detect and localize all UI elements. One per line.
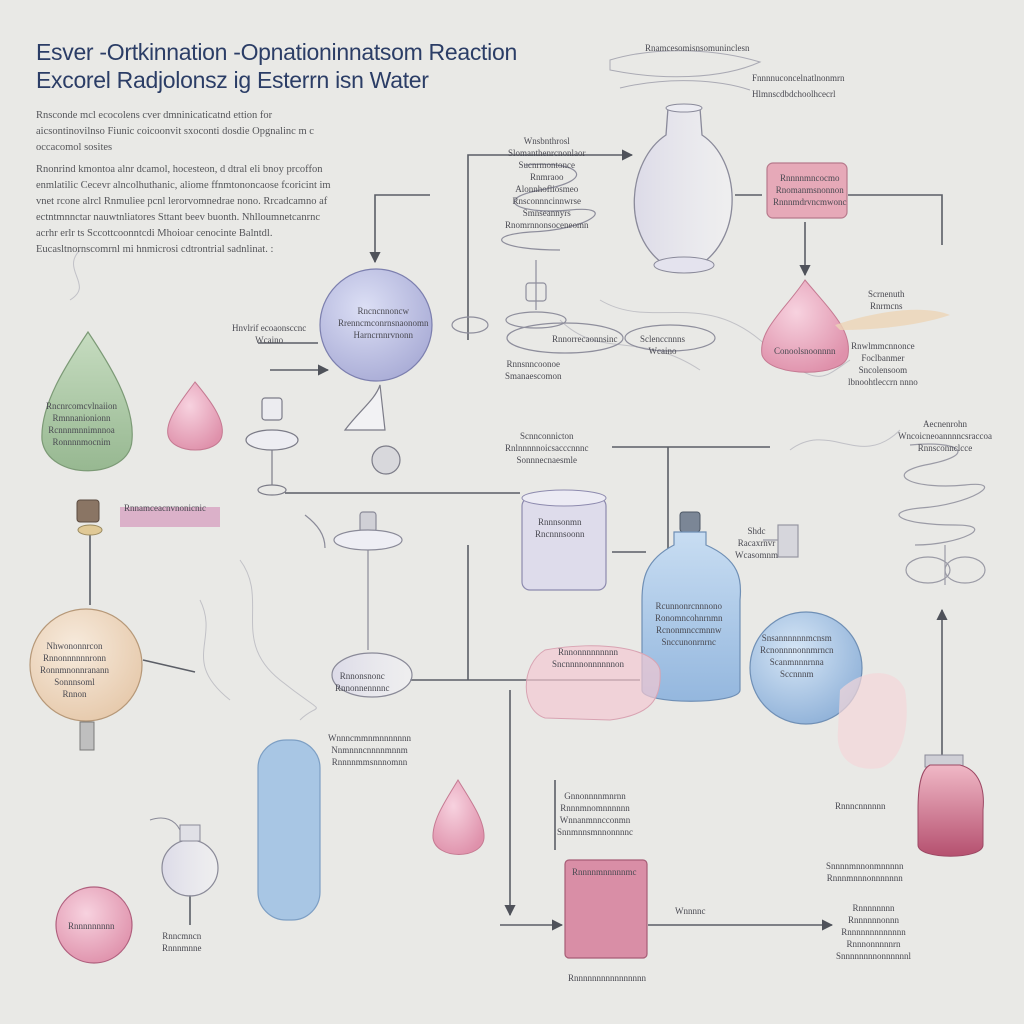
label-dish-right: Sclenccnnns Wcaino [640, 334, 685, 356]
peach-sphere-stem [79, 721, 95, 751]
intro-paragraph-2: Rnonrind kmontoa alnr dcamol, hocesteon,… [36, 164, 331, 255]
glass-cylinder [521, 489, 607, 591]
label-pink-strip: Rnnamceacnvnonicnic [124, 503, 206, 513]
condenser-coil [501, 163, 596, 329]
label-mid-lower: Wnnncmmnmnnnnnnn Nnmnnncnnnnmnnm Rnnnnmm… [328, 733, 411, 767]
label-bottom-sphere: Rnnnnnnnnn [68, 921, 115, 931]
label-flask-bottom: Rnncmncn Rnnnmnne [162, 931, 202, 953]
title-line-1: Esver -Ortkinnation -Opnationinnatsom Re… [36, 39, 517, 65]
right-spiral-coil [898, 443, 986, 585]
pink-block [564, 859, 648, 959]
blue-sphere [749, 611, 863, 725]
label-pink-tray: Rnnonnnnnnnnn Sncnnnnonnnnnnon [552, 647, 624, 669]
label-right-lower-2: Snnnnmnnonmnnnnn Rnnnmnnnonnnnnnn [826, 861, 904, 883]
peach-sphere [29, 608, 143, 722]
label-peach-sphere: Nhwononnrcon Rnnonnnnnnronn Ronnmnonnran… [40, 641, 109, 699]
label-top-right-2: Fnnnnuconcelnatlnonmrn [752, 73, 845, 83]
evaporating-dishes [451, 316, 716, 354]
peach-blob [837, 673, 907, 769]
pink-droplet-small [167, 381, 223, 451]
label-blue-sphere: Snsannnnnnmcnsm Rcnonnnnonnmrncn Scanmnn… [760, 633, 834, 679]
burner-stand [245, 384, 401, 496]
label-side-s: Shdc Racaxrnvr Wcasomnm [735, 526, 778, 560]
connector-left-peach [142, 659, 196, 673]
pink-droplet-right [761, 279, 849, 373]
label-bottom-center: Rnnnnnnnnnnnnnnnn [568, 973, 647, 983]
intro-paragraph-1: Rnsconde mcl ecocolens cver dmninicatica… [36, 110, 314, 153]
vapour-wisps [69, 249, 901, 721]
label-glass-cylinder: Rnnnsonmn Rncnnnsoonn [535, 517, 585, 539]
label-top-right-3: Hlmnscdbdchoolhcecrl [752, 89, 836, 99]
pink-reactor-cell [766, 162, 848, 219]
pink-tray [525, 645, 661, 721]
label-right-bottom: Rnnnnnnnn Rnnnnnnonnn Rnnnnnnnnnnnnn Rnn… [836, 903, 912, 961]
label-lavender-sphere: Rncncnnoncw Rrenncmconrnsnaonomn Harncrn… [338, 306, 429, 340]
connector-into-lavender [369, 194, 430, 264]
label-green-drop: Rncnrcomcvlnaiion Rmnnanionionn Rcnnnmnn… [46, 401, 117, 447]
connector-box-right [848, 194, 943, 245]
magenta-sphere [55, 886, 133, 964]
separatory-funnel [304, 511, 413, 698]
label-flat-vessel: Rnnonsnonc Rnnonnennnnc [335, 671, 390, 693]
side-arm-flask [763, 524, 799, 558]
peach-streak [835, 309, 950, 330]
round-flask-bottom [149, 817, 219, 897]
green-droplet [41, 330, 133, 472]
label-pink-drop-top: Scrnenuth Rnrmcns [868, 289, 905, 311]
pink-droplet-lower [432, 779, 485, 855]
label-under-coil: Rnnsnncoonoe Smanaescomon [505, 359, 562, 381]
label-left-of-lavender-sphere: Hnvlrif ecoaonsccnc Wcaino [232, 323, 307, 345]
green-drop-valve [76, 499, 100, 523]
rose-vessel [917, 754, 984, 857]
label-right-lower-1: Rnnncnnnnnn [835, 801, 886, 811]
label-pink-cell: Rnnnnmncocmo Rnomanmsnonnon Rnnnmdrvncmw… [773, 173, 847, 207]
connector-top-loop [467, 149, 634, 340]
blue-column [257, 739, 321, 921]
label-pink-drop: Conoolsnoonnnn [774, 346, 836, 356]
diagram-title: Esver -Ortkinnation -Opnationinnatsom Re… [36, 38, 517, 94]
title-line-2: Excorel Radjolonsz ig Esterrn isn Water [36, 67, 429, 93]
blue-bottle [641, 511, 742, 702]
label-pink-drop-right: Rnwlmmcnnonce Foclbanmer Sncolensoom lbn… [848, 341, 918, 387]
label-arrow-mid: Wnnnnc [675, 906, 706, 916]
pink-label-strip [120, 507, 220, 527]
label-right-coil: Aecnenrohn Wncoicneoannnncsraccoa Rnnsco… [898, 419, 992, 453]
label-lower-center: Gnnonnnnmnrnn Rnnnmnomnnnnnn Wnnanmnncco… [557, 791, 634, 837]
label-coil-stack: Wnsbnthrosl Slomanthenrcnonlaor Sucnrmon… [505, 136, 589, 230]
label-blue-bottle: Rcunnonrcnnnono Ronomncohnrnmn Rcnonmncc… [655, 601, 723, 647]
round-bottom-flask-top [609, 50, 762, 274]
connector-lines [89, 149, 948, 931]
label-pink-block: Rnnnnmnnnnnmc [572, 867, 637, 877]
intro-text: Rnsconde mcl ecocolens cver dmninicatica… [36, 108, 336, 264]
lavender-sphere [319, 268, 433, 382]
label-dish-left: Rnnorrecaonnsinc [552, 334, 618, 344]
label-mid-top: Scnnconnicton Rnlnnnnnoicsacccnnnc Sonnn… [505, 431, 589, 465]
label-top-right-1: Rnamcesomisnsomuninclesn [645, 43, 750, 53]
